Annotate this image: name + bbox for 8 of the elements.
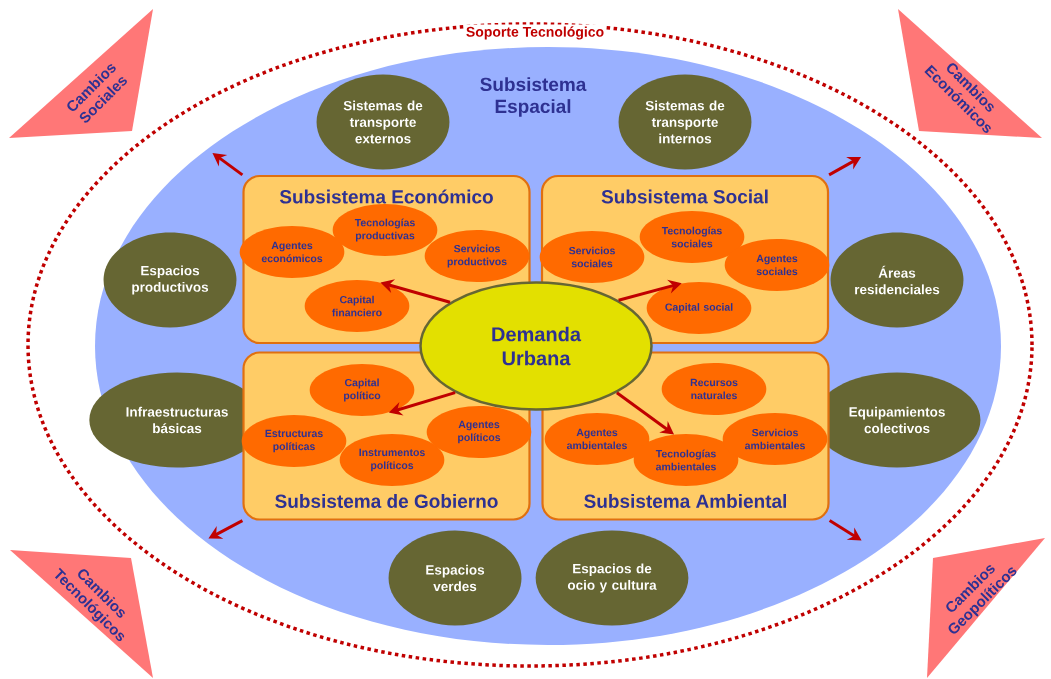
circle-node: Sistemas de transporte externos: [316, 74, 450, 170]
circle-node: Sistemas de transporte internos: [618, 74, 752, 170]
circle-node: Espacios de ocio y cultura: [535, 530, 689, 626]
circle-node: Espacios verdes: [388, 530, 522, 626]
circle-node: Espacios productivos: [103, 232, 237, 328]
circle-node: Áreas residenciales: [830, 232, 964, 328]
circle-node: Equipamientos colectivos: [813, 372, 981, 468]
ring-label: Soporte Tecnológico: [463, 24, 607, 42]
